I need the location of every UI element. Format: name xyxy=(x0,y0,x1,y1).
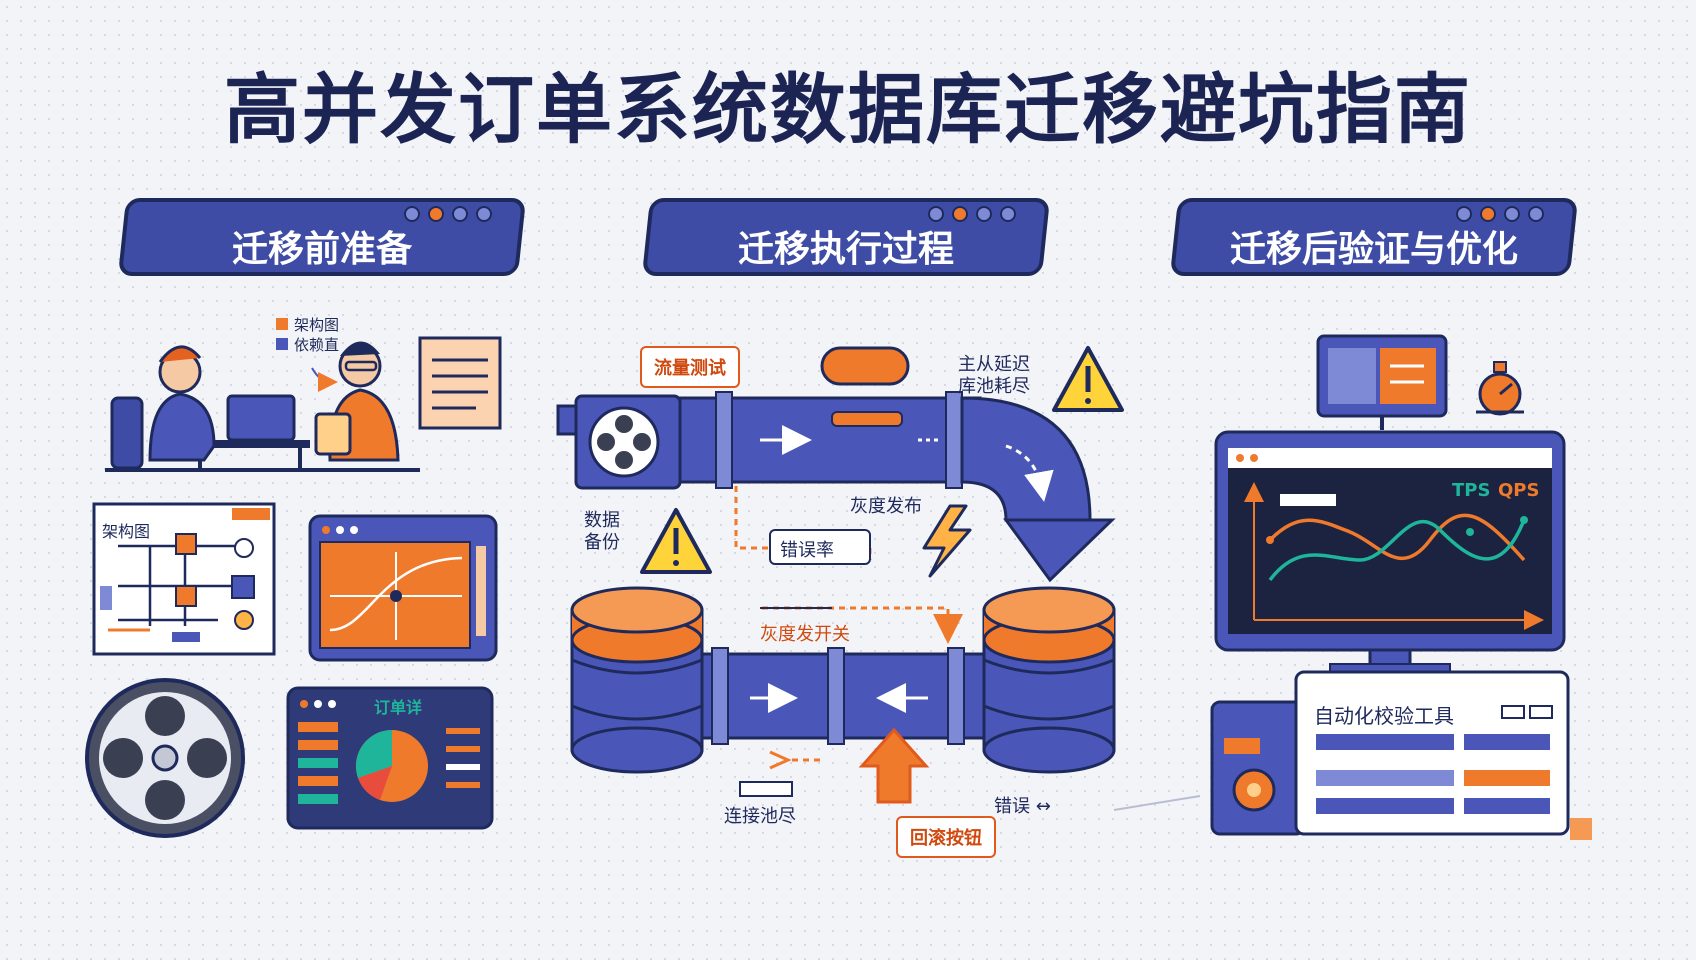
warning-icon xyxy=(1052,346,1124,412)
validation-tool-card xyxy=(1210,670,1592,840)
validation-tool-title: 自动化校验工具 xyxy=(1314,704,1454,728)
dashboard-title: 订单详 xyxy=(374,698,423,717)
note-gray-switch: 灰度发开关 xyxy=(760,624,850,645)
section-title-verify: 迁移后验证与优化 xyxy=(1229,229,1518,270)
metric-qps: QPS xyxy=(1498,480,1540,501)
legend-label-architecture: 架构图 xyxy=(294,316,340,334)
performance-monitor xyxy=(1214,430,1566,673)
window-dots xyxy=(1456,206,1544,222)
document-icon xyxy=(418,336,502,430)
note-backup: 数据 备份 xyxy=(584,510,620,553)
warning-icon xyxy=(640,508,712,574)
mini-monitor xyxy=(1316,334,1448,430)
order-dashboard xyxy=(286,686,494,830)
section-header-exec: 迁移执行过程 xyxy=(641,198,1051,276)
note-gray-release: 灰度发布 xyxy=(850,496,922,517)
window-dots xyxy=(928,206,1016,222)
note-error-rate: 错误率 xyxy=(780,540,834,561)
legend-icons xyxy=(276,318,338,392)
stopwatch-icon xyxy=(1476,361,1524,416)
architecture-card-title: 架构图 xyxy=(102,522,151,541)
page-title: 高并发订单系统数据库迁移避坑指南 xyxy=(224,65,1472,154)
section-header-prep: 迁移前准备 xyxy=(117,198,527,276)
legend-label-dependency: 依赖直 xyxy=(294,336,340,354)
rollback-arrow-icon xyxy=(858,727,930,804)
section-title-exec: 迁移执行过程 xyxy=(737,229,954,270)
note-connection-pool: 连接池尽 xyxy=(724,806,796,827)
section-title-prep: 迁移前准备 xyxy=(231,229,412,270)
architecture-card xyxy=(92,502,276,656)
note-rollback-label: 错误 ↔ xyxy=(994,796,1051,817)
team-meeting-illustration xyxy=(105,341,420,472)
window-dots xyxy=(404,206,492,222)
trend-chart-window xyxy=(308,514,498,662)
film-reel-icon xyxy=(85,678,245,838)
metric-tps: TPS xyxy=(1452,480,1491,501)
target-database xyxy=(982,586,1116,774)
migration-pipeline xyxy=(556,346,1116,583)
lightning-icon xyxy=(922,504,972,578)
source-database xyxy=(570,586,704,774)
sync-pipe xyxy=(700,606,986,797)
section-header-verify: 迁移后验证与优化 xyxy=(1169,198,1579,276)
rollback-button[interactable]: 回滚按钮 xyxy=(896,816,996,858)
connector-line xyxy=(1113,795,1201,811)
tag-stress-test: 流量测试 xyxy=(640,346,740,388)
note-replication-lag: 主从延迟 库池耗尽 xyxy=(958,354,1030,397)
